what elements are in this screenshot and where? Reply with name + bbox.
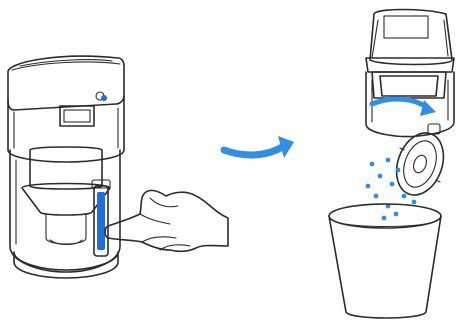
trash-bin xyxy=(329,204,441,318)
dust-particles xyxy=(366,158,417,221)
hand-pressing-latch xyxy=(105,190,228,251)
vacuum-dustbin-closed xyxy=(8,56,124,278)
transition-arrow xyxy=(224,136,294,158)
vacuum-dustbin-open xyxy=(366,10,454,202)
